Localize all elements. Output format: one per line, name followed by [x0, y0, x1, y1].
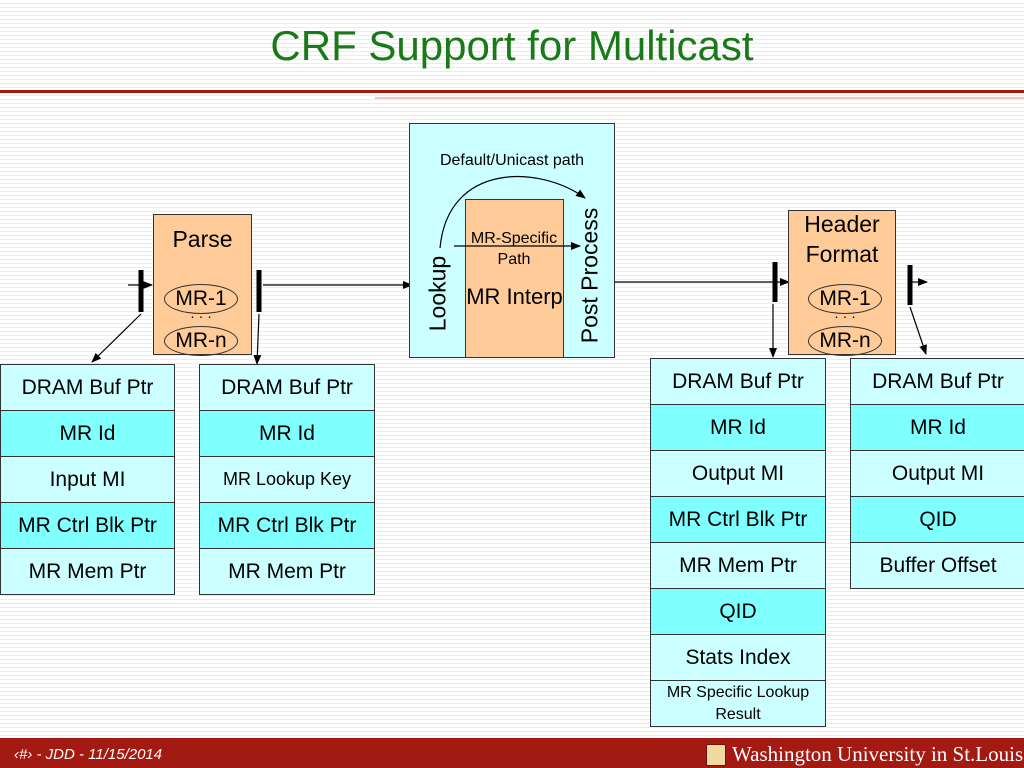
stack1-field: Input MI — [1, 457, 174, 503]
post-process-label: Post Process — [576, 207, 603, 344]
stack3-field: MR Mem Ptr — [651, 543, 825, 589]
stack3-field: DRAM Buf Ptr — [651, 359, 825, 405]
university-logo: Washington University in St.Louis — [706, 742, 1023, 767]
stack1-field: MR Ctrl Blk Ptr — [1, 503, 174, 549]
footer-bar — [0, 738, 1024, 768]
stack3-field: QID — [651, 589, 825, 635]
mr-specific-path-label: MR-Specific Path — [470, 230, 558, 268]
stack1-field: DRAM Buf Ptr — [1, 365, 174, 411]
mr-interp-label: MR Interp — [466, 284, 563, 309]
seal-icon — [706, 743, 726, 766]
mr-interp-block — [465, 199, 564, 358]
stack2-field: MR Ctrl Blk Ptr — [200, 503, 374, 549]
stack1-field: MR Id — [1, 411, 174, 457]
footer-text: ‹#› - JDD - 11/15/2014 — [14, 746, 163, 763]
logo-text: Washington University in St.Louis — [732, 742, 1024, 766]
stack-parse-out: DRAM Buf Ptr MR Id MR Lookup Key MR Ctrl… — [199, 364, 375, 595]
stack-parse-in: DRAM Buf Ptr MR Id Input MI MR Ctrl Blk … — [0, 364, 175, 595]
bar4-to-stack4-arrow — [909, 306, 927, 355]
stack-header-in: DRAM Buf Ptr MR Id Output MI MR Ctrl Blk… — [650, 358, 826, 727]
header-mrn-oval: MR-n — [808, 326, 882, 356]
stack3-field: MR Id — [651, 405, 825, 451]
page-title: CRF Support for Multicast — [270, 22, 754, 69]
stack4-field: MR Id — [851, 405, 1024, 451]
stack4-field: DRAM Buf Ptr — [851, 359, 1024, 405]
stack4-field: QID — [851, 497, 1024, 543]
stack2-field: MR Mem Ptr — [200, 549, 374, 594]
title-rule-accent — [375, 97, 1024, 99]
stack1-field: MR Mem Ptr — [1, 549, 174, 594]
stack3-field: Stats Index — [651, 635, 825, 681]
header-mr1-oval: MR-1 — [808, 284, 882, 314]
parse-mrn-oval: MR-n — [164, 326, 238, 356]
title-rule — [0, 90, 1024, 93]
stack3-field: MR Ctrl Blk Ptr — [651, 497, 825, 543]
stack3-field: Output MI — [651, 451, 825, 497]
default-path-label: Default/Unicast path — [439, 152, 585, 169]
stack2-field: MR Id — [200, 411, 374, 457]
parse-label: Parse — [172, 226, 233, 252]
stack4-field: Output MI — [851, 451, 1024, 497]
parse-dots: · · · — [190, 308, 212, 324]
bar1-to-stack1-arrow — [91, 313, 142, 363]
parse-mr1-oval: MR-1 — [164, 284, 238, 314]
header-dots: · · · — [834, 308, 856, 324]
stack2-field: DRAM Buf Ptr — [200, 365, 374, 411]
bar2-to-stack2-arrow — [253, 313, 262, 365]
stack4-field: Buffer Offset — [851, 543, 1024, 588]
header-format-label: Header Format — [804, 211, 880, 267]
stack2-field: MR Lookup Key — [200, 457, 374, 503]
stack-header-out: DRAM Buf Ptr MR Id Output MI QID Buffer … — [850, 358, 1024, 589]
stack3-field: MR Specific Lookup Result — [651, 681, 825, 726]
